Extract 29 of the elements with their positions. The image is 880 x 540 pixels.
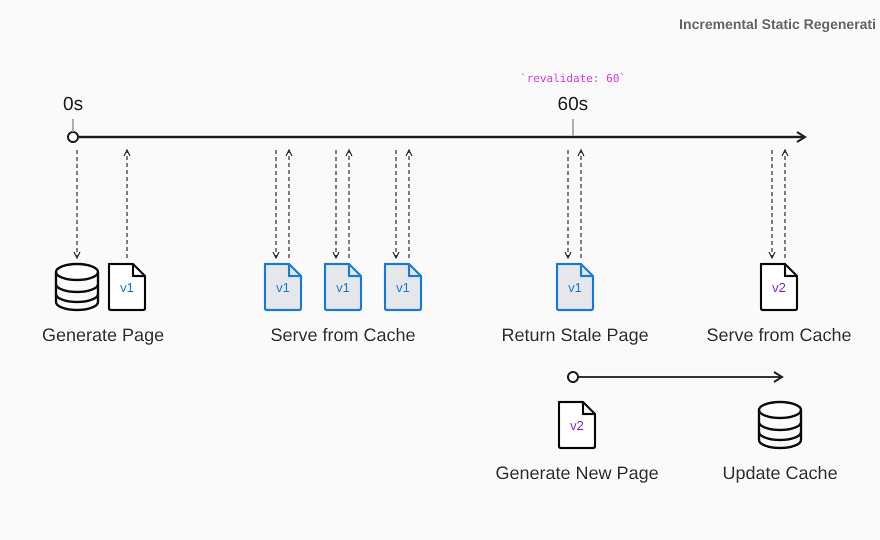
step-caption: Serve from Cache xyxy=(270,325,416,346)
version-label: v1 xyxy=(335,280,351,295)
diagram-title: Incremental Static Regenerati xyxy=(679,16,876,32)
leader-line xyxy=(392,150,400,259)
version-label: v1 xyxy=(567,280,583,295)
version-label: v2 xyxy=(771,280,787,295)
leader-line xyxy=(781,149,789,258)
leader-line xyxy=(285,149,293,258)
step-caption: Generate New Page xyxy=(496,463,659,484)
step-caption: Serve from Cache xyxy=(706,325,852,346)
version-label: v1 xyxy=(119,280,135,295)
version-label: v1 xyxy=(275,280,291,295)
code-label: `revalidate: 60` xyxy=(520,72,626,85)
leader-line xyxy=(332,150,340,259)
leader-line xyxy=(123,149,131,258)
leader-line xyxy=(73,150,81,259)
leader-line xyxy=(272,150,280,259)
time-label: 0s xyxy=(63,94,84,116)
time-label: 60s xyxy=(558,94,588,116)
step-caption: Return Stale Page xyxy=(502,325,649,346)
leader-line xyxy=(768,150,776,259)
version-label: v1 xyxy=(395,280,411,295)
leader-line xyxy=(564,150,572,259)
step-caption: Generate Page xyxy=(42,325,164,346)
leader-line xyxy=(345,149,353,258)
version-label: v2 xyxy=(569,418,585,433)
step-caption: Update Cache xyxy=(722,463,838,484)
leader-line xyxy=(405,149,413,258)
leader-line xyxy=(577,149,585,258)
